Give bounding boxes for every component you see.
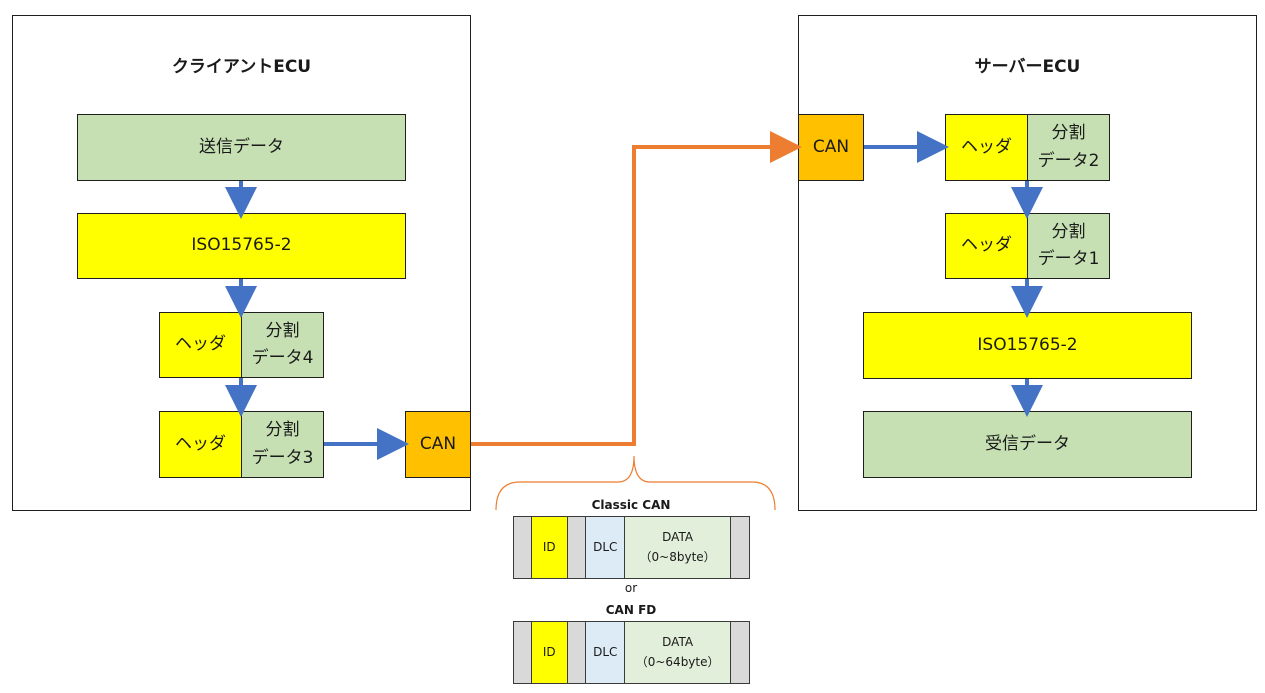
server-packet2-data: 分割 データ2 <box>1027 114 1110 181</box>
classic-can-title: Classic CAN <box>591 498 671 512</box>
server-packet1-header: ヘッダ <box>945 213 1028 279</box>
can-fd-title: CAN FD <box>605 603 657 617</box>
frame-brace <box>495 455 776 511</box>
client-can-box: CAN <box>405 411 471 478</box>
server-ecu-title: サーバーECU <box>974 57 1081 77</box>
server-iso-box: ISO15765-2 <box>863 312 1192 379</box>
classic-id-segment: ID <box>531 517 568 578</box>
server-packet1-data: 分割 データ1 <box>1027 213 1110 279</box>
fd-ctrl-segment <box>567 622 587 683</box>
or-label: or <box>624 581 638 595</box>
client-packet3-header: ヘッダ <box>159 411 242 478</box>
client-send-data-box: 送信データ <box>77 114 406 181</box>
server-recv-data-box: 受信データ <box>863 411 1192 478</box>
client-packet3-data: 分割 データ3 <box>241 411 324 478</box>
classic-dlc-segment: DLC <box>586 517 626 578</box>
server-packet2-header: ヘッダ <box>945 114 1028 181</box>
classic-can-frame: ID DLC DATA （0~8byte） <box>513 516 750 579</box>
fd-data-segment: DATA （0~64byte） <box>625 622 732 683</box>
fd-id-segment: ID <box>531 622 568 683</box>
client-packet4-data: 分割 データ4 <box>241 312 324 378</box>
classic-data-segment: DATA （0~8byte） <box>625 517 732 578</box>
client-packet4-header: ヘッダ <box>159 312 242 378</box>
fd-dlc-segment: DLC <box>586 622 626 683</box>
classic-ctrl-segment <box>567 517 587 578</box>
fd-eof-segment <box>731 622 750 683</box>
can-bus-line <box>471 131 802 446</box>
can-fd-frame: ID DLC DATA （0~64byte） <box>513 621 750 684</box>
fd-sof-segment <box>514 622 532 683</box>
classic-eof-segment <box>731 517 750 578</box>
classic-sof-segment <box>514 517 532 578</box>
server-can-box: CAN <box>798 114 864 181</box>
client-ecu-title: クライアントECU <box>171 57 312 77</box>
client-iso-box: ISO15765-2 <box>77 213 406 279</box>
